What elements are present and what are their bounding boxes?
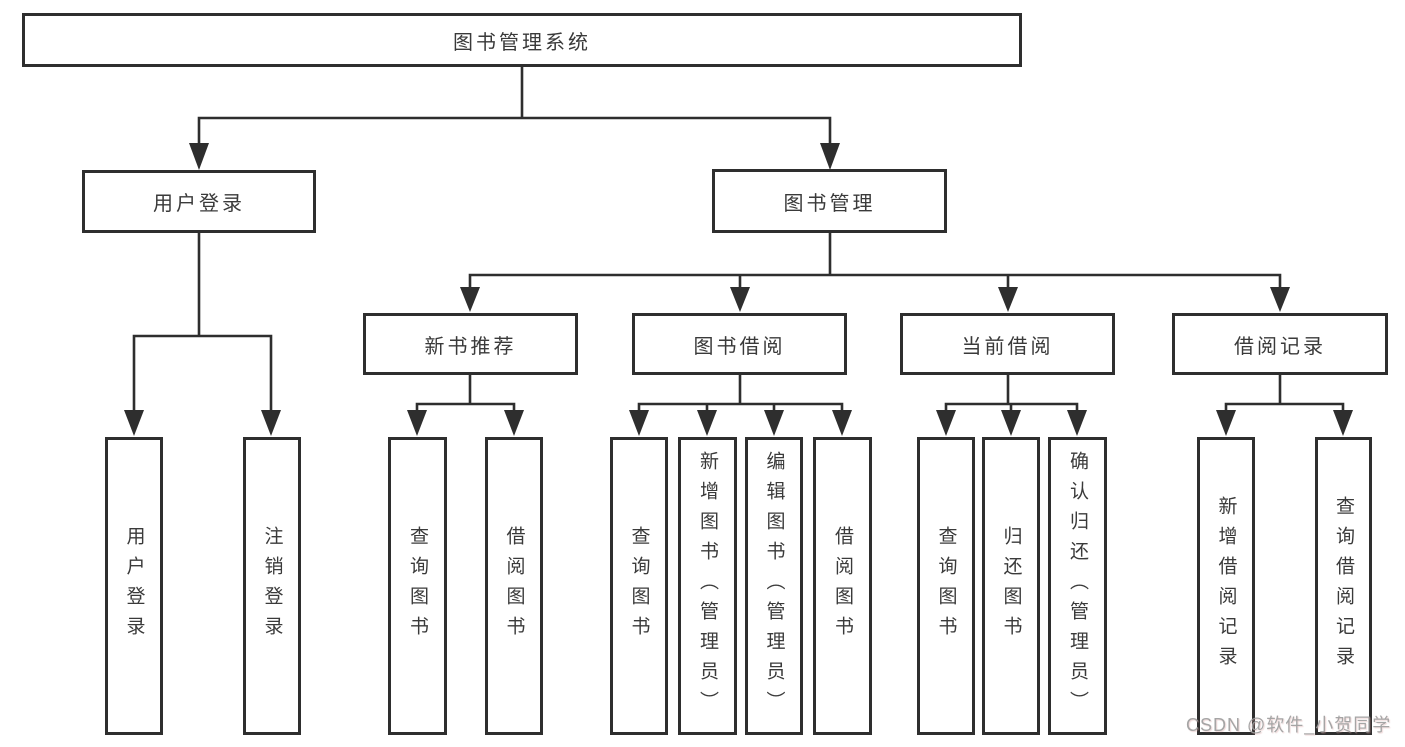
leaf-query-books-borrowing: 查询图书 — [610, 437, 668, 735]
leaf-query-books-current-label: 查询图书 — [935, 526, 957, 646]
arrowhead-leaf-add-books — [697, 410, 717, 436]
leaf-query-books-recommend: 查询图书 — [388, 437, 447, 735]
arrowhead-leaf-add-borrow-record — [1216, 410, 1236, 436]
arrowhead-leaf-logout — [261, 410, 281, 436]
arrowhead-borrow-records — [1270, 287, 1290, 312]
connector-root-to-level1 — [189, 65, 840, 170]
leaf-query-books-current: 查询图书 — [917, 437, 975, 735]
leaf-user-login-label: 用户登录 — [123, 526, 145, 646]
leaf-query-borrow-record: 查询借阅记录 — [1315, 437, 1372, 735]
node-book-borrowing-label: 图书借阅 — [693, 335, 786, 358]
node-system-root-label: 图书管理系统 — [453, 31, 591, 54]
leaf-add-books-admin-label: 新增图书（管理员） — [697, 451, 718, 721]
arrowhead-leaf-return-books — [1001, 410, 1021, 436]
arrowhead-leaf-query-books-cur — [936, 410, 956, 436]
arrowhead-leaf-borrow-books-rec — [504, 410, 524, 436]
leaf-return-books: 归还图书 — [982, 437, 1040, 735]
node-borrow-records: 借阅记录 — [1172, 313, 1388, 375]
csdn-watermark: CSDN @软件_小贺同学 — [1186, 715, 1392, 735]
connector-current-borrow-to-leaves — [936, 373, 1087, 436]
arrowhead-leaf-query-books-bor — [629, 410, 649, 436]
leaf-query-borrow-record-label: 查询借阅记录 — [1333, 496, 1354, 676]
node-system-root: 图书管理系统 — [22, 13, 1022, 67]
node-user-login-label: 用户登录 — [153, 193, 245, 215]
leaf-borrow-books-borrowing-label: 借阅图书 — [832, 526, 853, 646]
leaf-add-borrow-record: 新增借阅记录 — [1197, 437, 1255, 735]
connector-book-borrow-to-leaves — [629, 373, 852, 436]
leaf-query-books-borrowing-label: 查询图书 — [628, 526, 650, 646]
node-new-book-recommend-label: 新书推荐 — [424, 335, 517, 358]
arrowhead-leaf-user-login — [124, 410, 144, 436]
leaf-add-borrow-record-label: 新增借阅记录 — [1215, 496, 1237, 676]
leaf-user-login: 用户登录 — [105, 437, 163, 735]
arrowhead-leaf-borrow-books-bor — [832, 410, 852, 436]
leaf-query-books-recommend-label: 查询图书 — [407, 526, 428, 646]
arrowhead-leaf-confirm-return — [1067, 410, 1087, 436]
connector-user-login-to-leaves — [124, 231, 281, 436]
arrowhead-leaf-query-books-rec — [407, 410, 427, 436]
leaf-edit-books-admin-label: 编辑图书（管理员） — [763, 451, 785, 721]
leaf-confirm-return-admin: 确认归还（管理员） — [1048, 437, 1107, 735]
connector-book-mgmt-to-level2 — [460, 231, 1290, 312]
leaf-borrow-books-recommend: 借阅图书 — [485, 437, 543, 735]
leaf-add-books-admin: 新增图书（管理员） — [678, 437, 737, 735]
arrowhead-user-login — [189, 143, 209, 170]
node-current-borrowing: 当前借阅 — [900, 313, 1115, 375]
node-book-management-label: 图书管理 — [783, 192, 876, 215]
leaf-edit-books-admin: 编辑图书（管理员） — [745, 437, 803, 735]
connector-new-book-rec-to-leaves — [407, 373, 524, 436]
arrowhead-book-borrow — [730, 287, 750, 312]
node-new-book-recommend: 新书推荐 — [363, 313, 578, 375]
leaf-logout: 注销登录 — [243, 437, 301, 735]
arrowhead-new-book-rec — [460, 287, 480, 312]
leaf-borrow-books-borrowing: 借阅图书 — [813, 437, 872, 735]
node-borrow-records-label: 借阅记录 — [1234, 335, 1326, 358]
arrowhead-leaf-query-borrow-record — [1333, 410, 1353, 436]
arrowhead-leaf-edit-books — [764, 410, 784, 436]
leaf-return-books-label: 归还图书 — [1000, 526, 1022, 646]
arrowhead-current-borrow — [998, 287, 1018, 312]
node-user-login: 用户登录 — [82, 170, 316, 233]
leaf-borrow-books-recommend-label: 借阅图书 — [503, 526, 525, 646]
node-current-borrowing-label: 当前借阅 — [961, 335, 1054, 358]
node-book-management: 图书管理 — [712, 169, 947, 233]
node-book-borrowing: 图书借阅 — [632, 313, 847, 375]
arrowhead-book-mgmt — [820, 143, 840, 170]
leaf-logout-label: 注销登录 — [261, 526, 283, 646]
connector-borrow-records-to-leaves — [1216, 373, 1353, 436]
leaf-confirm-return-admin-label: 确认归还（管理员） — [1067, 451, 1088, 721]
